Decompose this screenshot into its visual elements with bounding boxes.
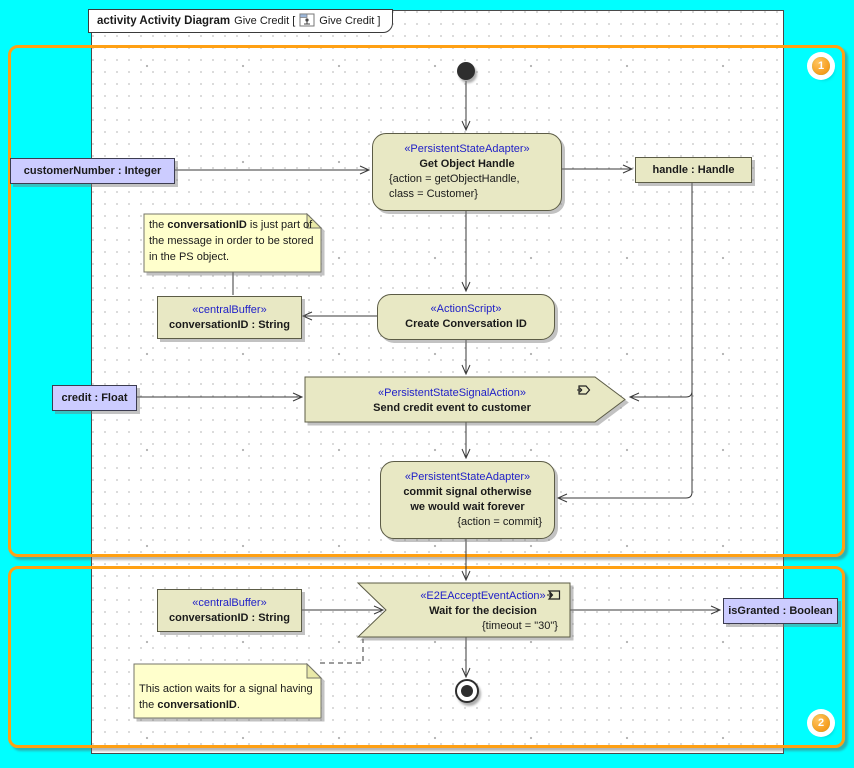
send-signal-action[interactable]: «PersistentStateSignalAction» Send credi…: [304, 375, 630, 427]
buffer-name: conversationID : String: [168, 611, 291, 624]
partition-2[interactable]: [8, 566, 845, 748]
buffer-name: conversationID : String: [168, 318, 291, 331]
pin-label: handle : Handle: [652, 163, 735, 176]
action-constraint: class = Customer}: [389, 188, 478, 200]
stereotype-label: «PersistentStateAdapter»: [404, 143, 530, 155]
action-name: Create Conversation ID: [405, 318, 527, 330]
central-buffer-2[interactable]: «centralBuffer» conversationID : String: [157, 589, 302, 632]
action-name: Get Object Handle: [419, 158, 515, 170]
accept-event-action[interactable]: «E2EAcceptEventAction» Wait for the deci…: [356, 581, 574, 641]
action-name: commit signal otherwise: [403, 486, 532, 498]
badge-number: 2: [817, 717, 825, 729]
central-buffer-1[interactable]: «centralBuffer» conversationID : String: [157, 296, 302, 339]
activity-final-dot: [461, 685, 473, 697]
note-text: This action waits for a signal having th…: [139, 683, 313, 711]
badge-number: 1: [817, 60, 825, 72]
pin-is-granted[interactable]: isGranted : Boolean: [723, 598, 838, 624]
note-conversation-id[interactable]: the conversationID is just part of the m…: [143, 212, 324, 275]
stereotype-label: «PersistentStateAdapter»: [404, 471, 531, 483]
pin-customer-number[interactable]: customerNumber : Integer: [10, 158, 175, 184]
pin-label: isGranted : Boolean: [728, 605, 833, 617]
action-create-conversation-id[interactable]: «ActionScript» Create Conversation ID: [377, 294, 555, 340]
partition-2-badge[interactable]: 2: [812, 714, 830, 732]
note-text: the conversationID is just part of the m…: [149, 219, 314, 263]
pin-handle[interactable]: handle : Handle: [635, 157, 752, 183]
action-name: we would wait forever: [410, 501, 525, 513]
stereotype-label: «centralBuffer»: [192, 596, 267, 609]
partition-1[interactable]: [8, 45, 845, 557]
note-wait-signal[interactable]: This action waits for a signal having th…: [133, 662, 324, 721]
action-constraint: {action = commit}: [457, 516, 542, 528]
stereotype-label: «ActionScript»: [430, 303, 502, 315]
diagram-kind-label: activity Activity Diagram: [97, 15, 231, 27]
accept-event-text: «E2EAcceptEventAction» Wait for the deci…: [420, 589, 558, 632]
action-get-object-handle[interactable]: «PersistentStateAdapter» Get Object Hand…: [372, 133, 562, 211]
send-signal-text: «PersistentStateSignalAction» Send credi…: [373, 387, 531, 414]
send-signal-icon: [576, 382, 592, 401]
pin-credit[interactable]: credit : Float: [52, 385, 137, 411]
activity-final-node[interactable]: [455, 679, 479, 703]
pin-label: credit : Float: [61, 392, 128, 404]
action-commit-signal[interactable]: «PersistentStateAdapter» commit signal o…: [380, 461, 555, 539]
partition-1-badge[interactable]: 1: [812, 57, 830, 75]
diagram-context-label: Give Credit ]: [319, 15, 381, 27]
activity-diagram-icon: [299, 12, 315, 31]
stereotype-label: «centralBuffer»: [192, 303, 267, 316]
diagram-name-label: Give Credit [: [234, 15, 296, 27]
diagram-title-tab[interactable]: activity Activity Diagram Give Credit [ …: [88, 9, 394, 33]
initial-node[interactable]: [457, 62, 475, 80]
accept-event-icon: [546, 587, 562, 606]
pin-label: customerNumber : Integer: [23, 165, 162, 177]
action-constraint: {action = getObjectHandle,: [389, 173, 520, 185]
